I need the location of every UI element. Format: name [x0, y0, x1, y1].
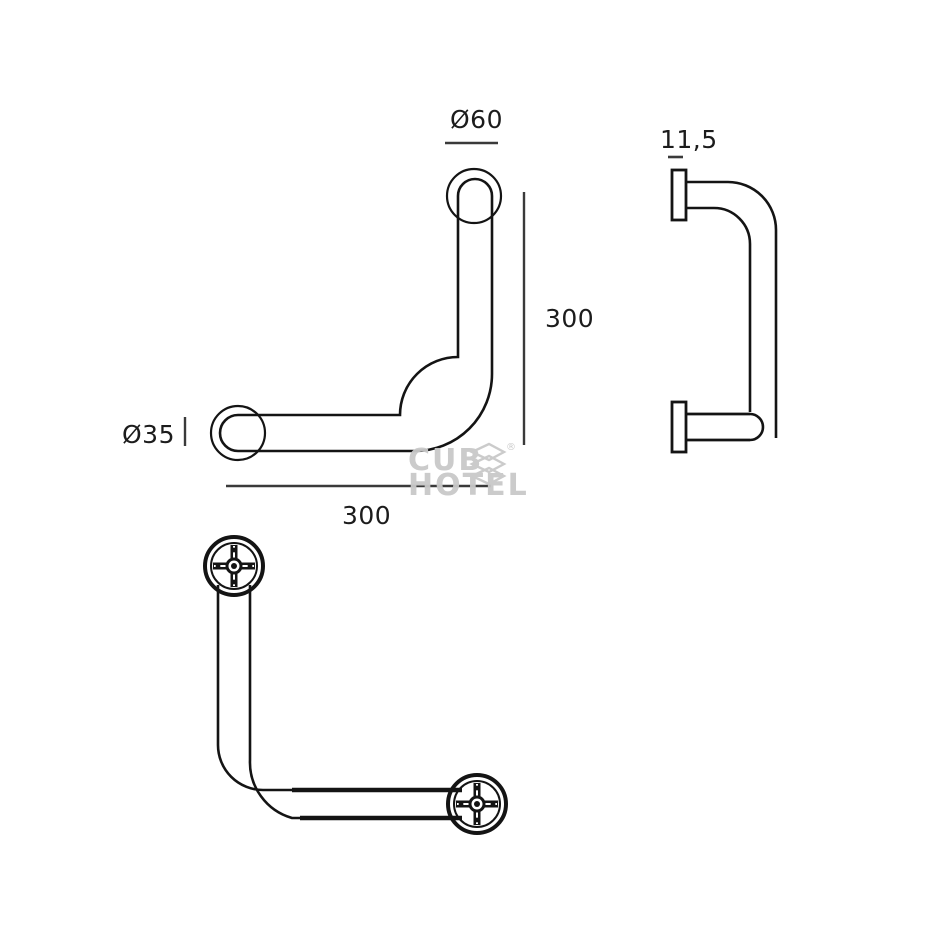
iso-tube-inner-wall	[248, 585, 462, 820]
watermark-line1: CUB	[408, 443, 483, 478]
vertical-dimension-label: 300	[545, 304, 594, 333]
side-bottom-end-cap	[749, 412, 765, 442]
side-tube-inner-wall	[686, 206, 752, 412]
horizontal-dimension-label: 300	[342, 501, 391, 530]
tube-inner-wall	[238, 196, 494, 453]
registered-mark: ®	[506, 442, 516, 453]
tube-diameter-label: Ø35	[122, 420, 175, 449]
cube-logo-icon	[469, 442, 507, 486]
left-flange-circle	[209, 404, 267, 462]
iso-top-flange	[203, 535, 265, 597]
front-elevation-view: Ø60 Ø35 300 300	[122, 105, 594, 530]
iso-end-flange	[446, 773, 508, 835]
left-tube-end-cap	[218, 413, 239, 453]
iso-tube-outer-wall	[216, 585, 462, 792]
side-profile-view: 11,5	[660, 125, 778, 454]
watermark-line2: HOTEL	[408, 468, 529, 503]
top-flange-circle	[445, 167, 503, 225]
isometric-view	[203, 535, 508, 835]
side-tube-outer-wall	[686, 180, 778, 438]
side-bottom-flange-plate	[670, 400, 688, 454]
flange-thickness-label: 11,5	[660, 125, 718, 154]
watermark: CUB HOTEL ®	[408, 442, 529, 503]
flange-diameter-label: Ø60	[450, 105, 503, 134]
side-top-flange-plate	[670, 168, 688, 222]
top-tube-end-cap	[456, 177, 494, 197]
tube-outer-wall	[238, 196, 460, 417]
